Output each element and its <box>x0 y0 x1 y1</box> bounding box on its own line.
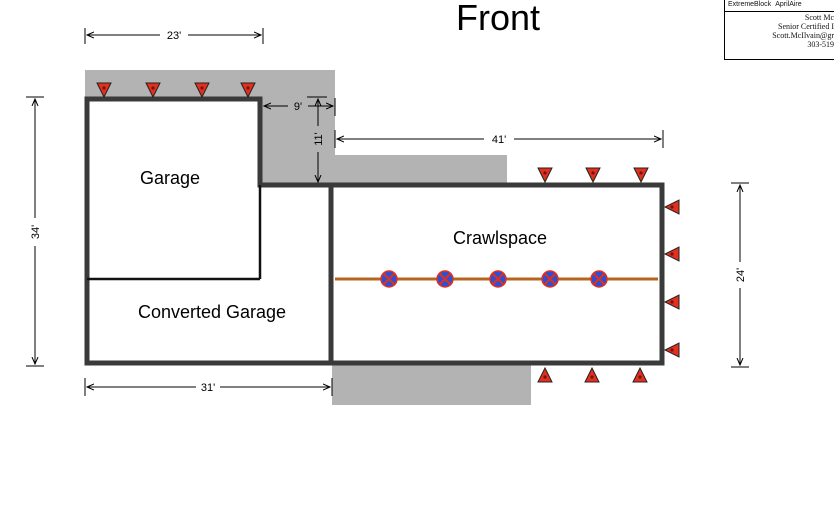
contact-phone: 303-519 <box>807 40 834 49</box>
vent-marker-right-dot <box>670 205 674 209</box>
contact-email: Scott.McIlvain@gr <box>772 31 834 40</box>
dim-notch-height: 11' <box>313 132 325 146</box>
page-title: Front <box>456 0 540 38</box>
pier-post-cross <box>592 272 606 286</box>
pier-post-cross <box>491 272 505 286</box>
vent-marker-top-dot <box>246 86 250 90</box>
outer-wall <box>84 96 665 366</box>
dim-left-height: 34' <box>30 225 42 239</box>
vent-marker-right-dot <box>670 348 674 352</box>
vent-marker-bottom <box>632 366 648 383</box>
dim-crawl-width: 41' <box>492 134 506 146</box>
vent-marker-front <box>633 167 649 184</box>
vent-marker-front <box>585 167 601 184</box>
pier-posts <box>380 270 608 288</box>
room-label-converted-garage: Converted Garage <box>138 302 286 322</box>
vent-marker-front-dot <box>543 171 547 175</box>
vent-marker-bottom <box>537 366 553 383</box>
vent-marker-front <box>537 167 553 184</box>
title-block-contact: Scott Mc Senior Certified I Scott.McIlva… <box>725 13 834 49</box>
vent-marker-top-dot <box>151 86 155 90</box>
contact-title: Senior Certified I <box>778 22 834 31</box>
pier-post-icon <box>380 270 398 288</box>
pier-post-icon <box>436 270 454 288</box>
vent-marker-front-dot <box>591 171 595 175</box>
vent-marker-bottom-dot <box>638 375 642 379</box>
shade-bottom <box>332 365 531 405</box>
dim-right-height: 24' <box>735 268 747 282</box>
room-label-crawlspace: Crawlspace <box>453 228 547 248</box>
shade-front <box>335 155 507 185</box>
pier-post-cross <box>382 272 396 286</box>
shade-top <box>85 70 335 97</box>
vent-marker-top <box>145 82 161 99</box>
shade-notch <box>260 97 335 185</box>
vent-marker-bottom-dot <box>543 375 547 379</box>
vent-marker-bottom <box>584 366 600 383</box>
pier-post-cross <box>438 272 452 286</box>
dim-bottom-width: 31' <box>201 382 215 394</box>
vent-markers <box>96 82 680 383</box>
pier-post-icon <box>489 270 507 288</box>
floor-plan: Front Garage Converted Garage Crawlspace <box>26 0 749 405</box>
vent-marker-front-dot <box>639 171 643 175</box>
vent-marker-top <box>194 82 210 99</box>
pier-post-icon <box>541 270 559 288</box>
dimensions <box>26 28 749 396</box>
vent-marker-top <box>240 82 256 99</box>
contact-name: Scott Mc <box>804 13 834 22</box>
vent-marker-bottom-dot <box>590 375 594 379</box>
pier-post-cross <box>543 272 557 286</box>
logo-extremeblock: ExtremeBlock <box>728 0 772 8</box>
title-block-logos: ExtremeBlock AprilAire <box>725 0 834 12</box>
walls <box>84 96 665 366</box>
dim-top-width: 23' <box>167 30 181 42</box>
vent-marker-top-dot <box>200 86 204 90</box>
title-block: ExtremeBlock AprilAire Scott Mc Senior C… <box>724 0 834 60</box>
vent-marker-top-dot <box>102 86 106 90</box>
pier-post-icon <box>590 270 608 288</box>
room-label-garage: Garage <box>140 168 200 188</box>
logo-aprilaire: AprilAire <box>775 0 802 8</box>
vent-marker-right-dot <box>670 252 674 256</box>
vent-marker-right-dot <box>670 300 674 304</box>
shaded-areas <box>85 70 531 405</box>
vent-marker-top <box>96 82 112 99</box>
dim-notch-width: 9' <box>294 101 302 113</box>
